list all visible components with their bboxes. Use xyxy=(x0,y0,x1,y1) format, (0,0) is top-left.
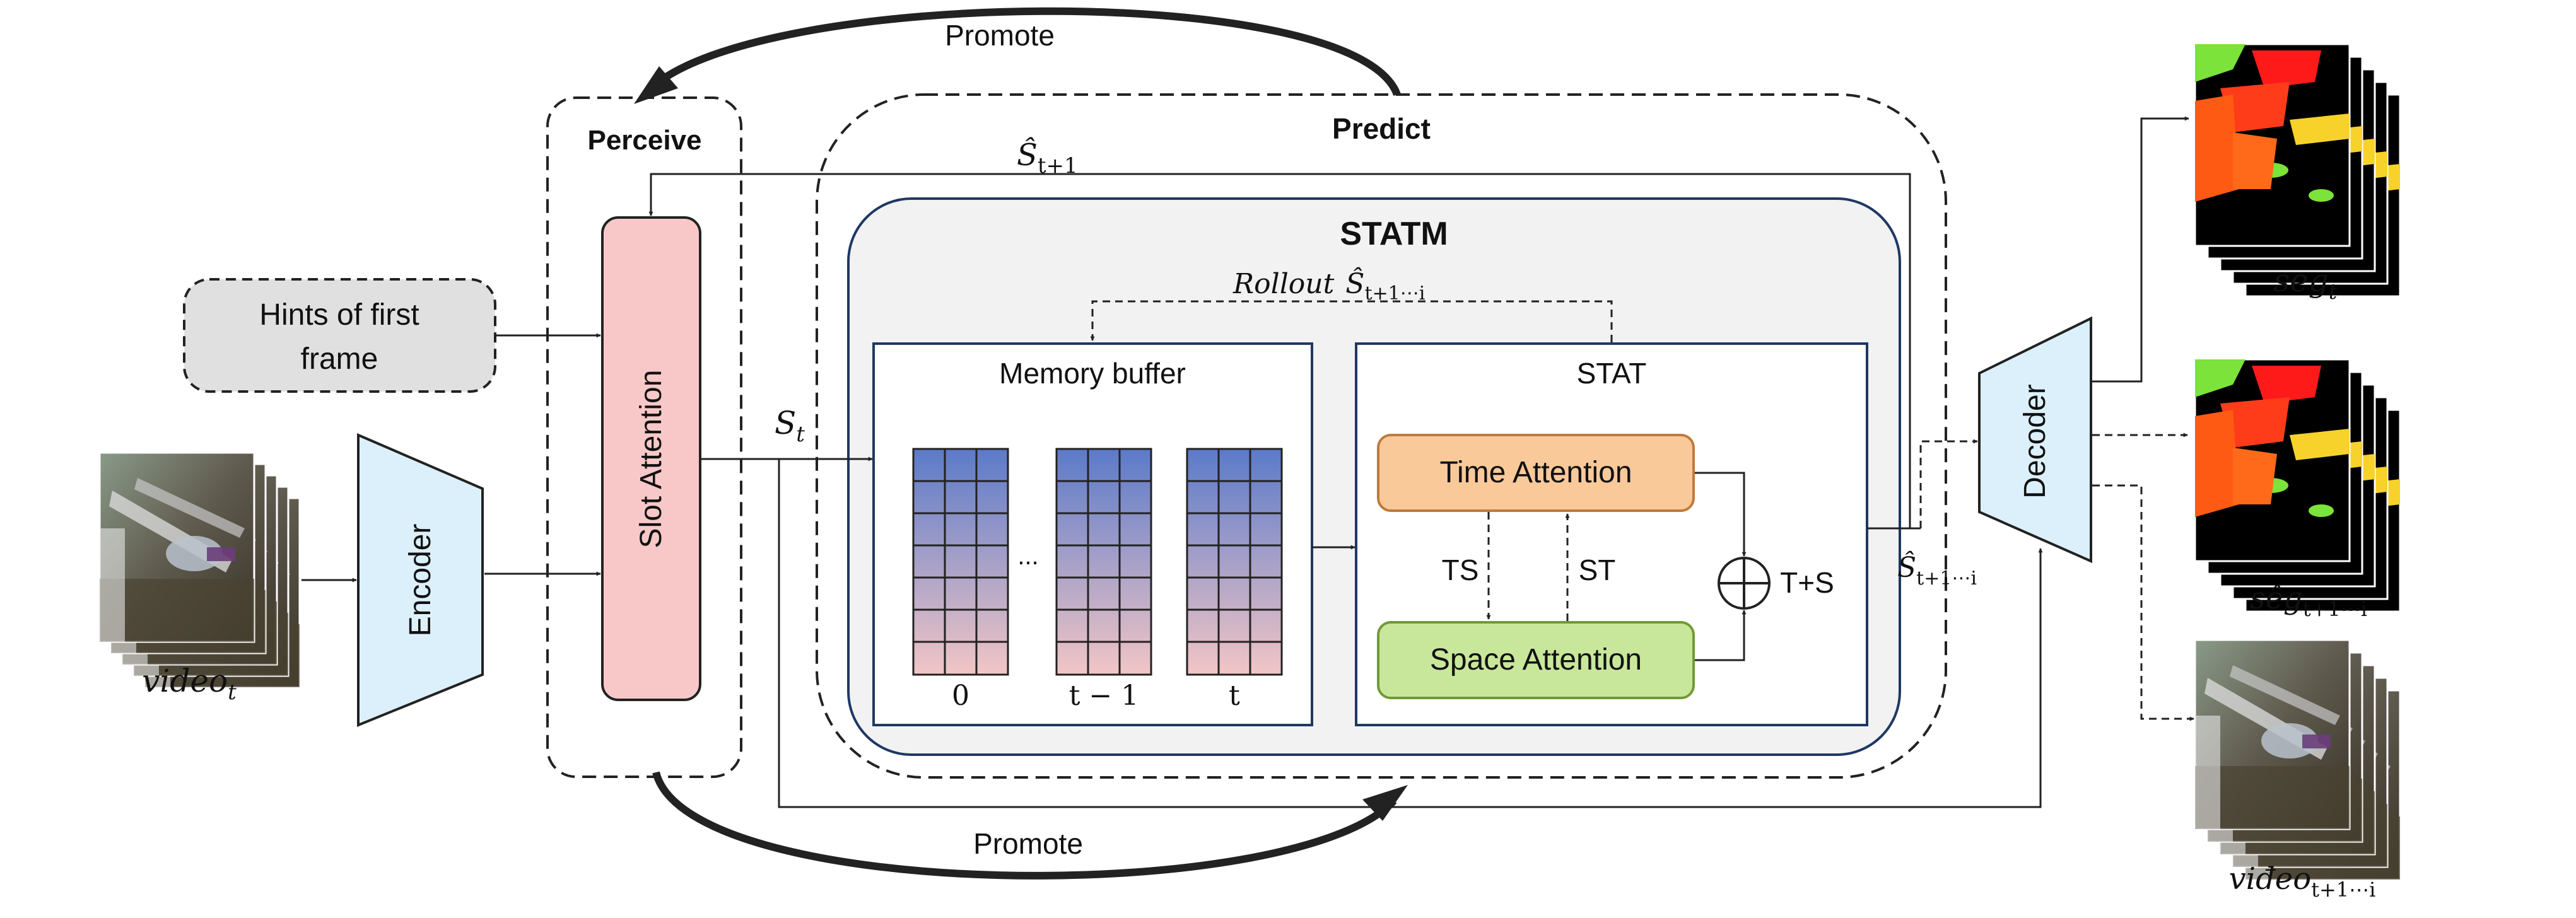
decoder-label: Decoder xyxy=(2018,384,2052,498)
circled-plus-icon xyxy=(1718,557,1771,610)
predict-label: Predict xyxy=(1332,112,1431,145)
memory-label-t: t xyxy=(1229,680,1240,712)
s-hat-t1-feedback-arrow xyxy=(648,173,1911,528)
space-to-plus-line xyxy=(1695,610,1747,661)
video-t-label: videot xyxy=(142,663,237,705)
time-to-plus-line xyxy=(1695,472,1747,557)
hints-label-line1: Hints of first xyxy=(259,298,419,332)
perceive-label: Perceive xyxy=(587,125,701,156)
video-frame-stack-icon xyxy=(98,451,301,688)
promote-top-label: Promote xyxy=(945,19,1055,52)
predicted-video-stack-icon xyxy=(2194,639,2401,881)
slot-attention-label: Slot Attention xyxy=(635,370,668,549)
s-hat-t1-label: Ŝt+1 xyxy=(1017,136,1078,178)
promote-top-arrow xyxy=(634,7,1401,104)
slot-attention-block xyxy=(601,216,701,701)
memory-grid-0 xyxy=(912,448,1009,676)
hints-label-line2: frame xyxy=(301,342,378,376)
video-hat-label: viđeot+1⋯i xyxy=(2229,861,2376,902)
time-attention-block xyxy=(1377,434,1695,512)
predicted-segmentation-stack-icon xyxy=(2194,358,2401,613)
decoder-to-video-hat-arrow xyxy=(2092,484,2194,721)
memory-grid-t xyxy=(1186,448,1283,676)
space-attention-label: Space Attention xyxy=(1430,643,1642,677)
time-attention-label: Time Attention xyxy=(1439,456,1632,489)
seg-t-label: segt xyxy=(2274,262,2338,305)
memory-grid-t-minus-1 xyxy=(1055,448,1152,676)
stat-label: STAT xyxy=(1577,357,1647,390)
seg-hat-label: sêgt+1⋯i xyxy=(2250,581,2367,621)
hints-first-frame-block xyxy=(183,278,496,393)
promote-bottom-arrow xyxy=(652,771,1408,880)
stat-to-decoder-arrow xyxy=(1919,439,1978,528)
predict-region xyxy=(816,93,1947,779)
encoder-label: Encoder xyxy=(404,524,437,637)
promote-bottom-label: Promote xyxy=(973,827,1083,860)
perceive-region xyxy=(546,96,742,778)
memory-label-0: 0 xyxy=(952,680,969,712)
decoder-block xyxy=(1978,316,2092,564)
memory-label-t-minus-1: t − 1 xyxy=(1069,680,1139,712)
st-label: ST xyxy=(1579,554,1616,586)
t-plus-s-label: T+S xyxy=(1780,566,1834,599)
memory-buffer-label: Memory buffer xyxy=(999,357,1186,390)
s-t-label: St xyxy=(775,405,805,447)
memory-ellipsis: ... xyxy=(1017,542,1038,570)
ts-label: TS xyxy=(1442,554,1479,586)
decoder-to-seg-t-arrow xyxy=(2092,116,2189,383)
statm-label: STATM xyxy=(1340,216,1448,252)
s-hat-range-label: Ŝt+1⋯i xyxy=(1897,550,1977,590)
segmentation-mask-stack-icon xyxy=(2194,43,2401,298)
space-attention-block xyxy=(1377,621,1695,699)
encoder-block xyxy=(357,433,484,727)
s-t-bypass-arrow xyxy=(778,459,2043,808)
